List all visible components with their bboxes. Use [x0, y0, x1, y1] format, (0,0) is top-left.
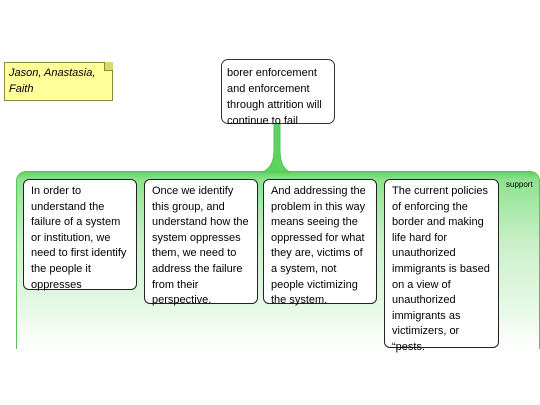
support-card-2[interactable]: Once we identify this group, and underst…: [144, 179, 258, 307]
support-card-3-text: And addressing the problem in this way m…: [271, 185, 366, 307]
support-group-label: support: [506, 180, 533, 189]
support-card-1[interactable]: In order to understand the failure of a …: [23, 179, 137, 291]
support-card-4-text: The current policies of enforcing the bo…: [392, 185, 490, 353]
connector-stem: [261, 123, 291, 173]
support-card-1-text: In order to understand the failure of a …: [31, 185, 127, 291]
central-topic-text: borer enforcement and enforcement throug…: [227, 67, 322, 127]
central-topic[interactable]: borer enforcement and enforcement throug…: [221, 59, 335, 127]
author-note[interactable]: Jason, Anastasia, Faith: [4, 62, 113, 101]
support-card-2-text: Once we identify this group, and underst…: [152, 185, 249, 307]
support-card-4[interactable]: The current policies of enforcing the bo…: [384, 179, 499, 353]
support-card-3[interactable]: And addressing the problem in this way m…: [263, 179, 377, 307]
author-note-text: Jason, Anastasia, Faith: [9, 67, 96, 95]
note-fold-corner: [104, 62, 113, 71]
